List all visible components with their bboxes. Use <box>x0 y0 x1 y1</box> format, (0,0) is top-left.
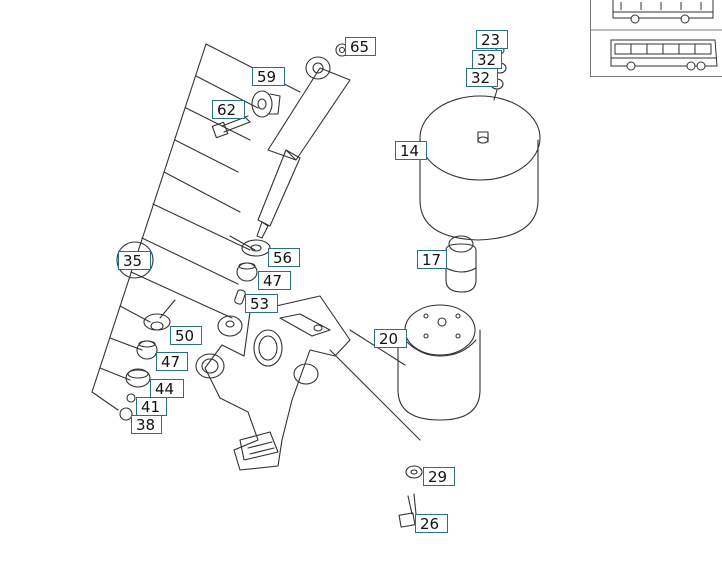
callout-62[interactable]: 62 <box>212 100 245 119</box>
steering-knuckle-drawing <box>195 295 351 471</box>
callout-23[interactable]: 23 <box>476 30 508 49</box>
callout-56[interactable]: 56 <box>268 248 300 267</box>
callout-47-upper[interactable]: 47 <box>258 271 291 290</box>
callout-44[interactable]: 44 <box>150 379 184 398</box>
callout-29[interactable]: 29 <box>423 467 455 486</box>
callout-50[interactable]: 50 <box>170 326 202 345</box>
callout-41[interactable]: 41 <box>136 397 167 416</box>
callout-32-lower[interactable]: 32 <box>466 68 498 87</box>
air-spring-top-drawing <box>419 45 541 241</box>
ring-drawing <box>116 241 154 279</box>
callout-14[interactable]: 14 <box>395 141 427 160</box>
upper-mount-parts-drawing <box>217 239 271 337</box>
spring-piston-drawing <box>445 235 477 293</box>
air-spring-bottom-drawing <box>397 304 481 421</box>
callout-59[interactable]: 59 <box>252 67 285 86</box>
callout-35[interactable]: 35 <box>118 251 151 270</box>
callout-65[interactable]: 65 <box>345 37 376 56</box>
bus-thumbnail-2[interactable] <box>610 39 718 71</box>
callout-17[interactable]: 17 <box>417 250 447 269</box>
shock-absorber-drawing <box>256 56 351 239</box>
bus-thumbnail-1[interactable] <box>591 0 722 30</box>
assembly-frame-lines <box>91 43 421 441</box>
callout-20[interactable]: 20 <box>374 329 407 348</box>
lower-fastener-drawing <box>398 465 423 528</box>
callout-26[interactable]: 26 <box>415 514 448 533</box>
callout-47-lower[interactable]: 47 <box>156 352 188 371</box>
model-thumbnail-panel <box>590 0 722 77</box>
lower-mount-parts-drawing <box>119 313 171 421</box>
callout-53[interactable]: 53 <box>245 294 278 313</box>
callout-38[interactable]: 38 <box>131 415 162 434</box>
callout-32-upper[interactable]: 32 <box>472 50 502 69</box>
